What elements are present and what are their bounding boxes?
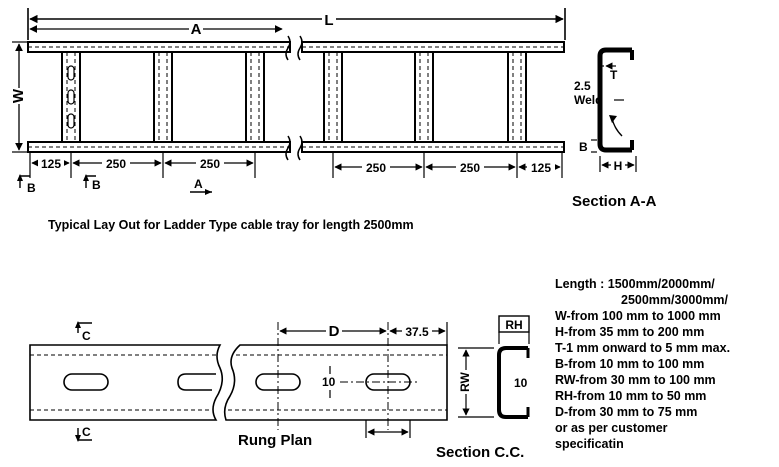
layout-caption: Typical Lay Out for Ladder Type cable tr… [48,218,414,232]
channel-profile [597,47,632,153]
label-RH: RH [505,318,522,332]
spec-line: W-from 100 mm to 1000 mm [555,309,721,323]
bottom-rail-left [27,141,291,153]
label-W: W [10,88,27,103]
section-cc-title: Section C.C. [436,444,524,461]
section-mark-B-left: B [17,174,36,195]
label-L: L [324,12,333,29]
label-D: D [329,323,340,340]
spec-line: specificatin [555,437,624,451]
label-B: B [579,140,588,154]
spec-line: RH-from 10 mm to 50 mm [555,389,706,403]
label-H: H [614,159,623,173]
rung-plan-view: D 37.5 10 C C Rung Plan [29,321,448,449]
weld-value: 2.5 [574,79,591,93]
section-aa-view: T 2.5 Weld B H Section A-A [572,47,657,210]
break-mark-top [285,35,291,61]
section-mark-A: A [190,177,212,195]
ladder-layout-view: L A [10,8,566,232]
dim-250-d: 250 [460,161,480,175]
svg-text:B: B [92,178,101,192]
rung-slot [67,89,75,105]
spec-line: 2500mm/3000mm/ [621,293,729,307]
rung-3 [245,51,265,143]
dim-125-right: 125 [531,161,551,175]
rung-slot [177,373,216,391]
label-T: T [610,68,618,82]
rung-plan-left-piece [29,344,224,421]
rung-slot [67,65,75,81]
dim-250-b: 250 [200,157,220,171]
specifications-block: Length : 1500mm/2000mm/ 2500mm/3000mm/ W… [555,277,730,451]
weld-label: Weld [574,93,602,107]
section-cc-view: RH RW 10 Section C.C. [436,315,530,461]
spec-line: Length : 1500mm/2000mm/ [555,277,715,291]
dim-10-cc: 10 [514,376,528,390]
spec-line: D-from 30 mm to 75 mm [555,405,697,419]
rung-1 [61,51,81,143]
rung-plan-title: Rung Plan [238,432,312,449]
section-aa-title: Section A-A [572,193,657,210]
bottom-rail-right [301,141,565,153]
dim-250-c: 250 [366,161,386,175]
spec-line: T-1 mm onward to 5 mm max. [555,341,730,355]
section-mark-B-right: B [83,174,101,192]
rung-slot [63,373,109,391]
rung-2 [153,51,173,143]
rung-plan-right-piece [223,344,448,421]
spec-line: H-from 35 mm to 200 mm [555,325,704,339]
spec-line: or as per customer [555,421,668,435]
break-mark-bottom [285,135,291,161]
svg-text:A: A [194,177,203,191]
rung-6 [507,51,527,143]
top-rail-left [27,41,291,53]
rung-5 [414,51,434,143]
section-mark-C-top: C [75,321,92,343]
spec-line: B-from 10 mm to 100 mm [555,357,704,371]
rung-slot [67,113,75,129]
label-A: A [191,21,202,38]
svg-text:B: B [27,181,36,195]
section-mark-C-bottom: C [75,425,92,442]
svg-text:C: C [82,329,91,343]
rung-4 [323,51,343,143]
dim-10-slot: 10 [322,375,336,389]
label-RW: RW [458,371,472,391]
dim-250-a: 250 [106,157,126,171]
spec-line: RW-from 30 mm to 100 mm [555,373,716,387]
dim-37-5: 37.5 [405,325,429,339]
rung-channel-profile [497,346,528,419]
dim-125-left: 125 [41,157,61,171]
svg-text:C: C [82,425,91,439]
top-rail-right [301,41,565,53]
